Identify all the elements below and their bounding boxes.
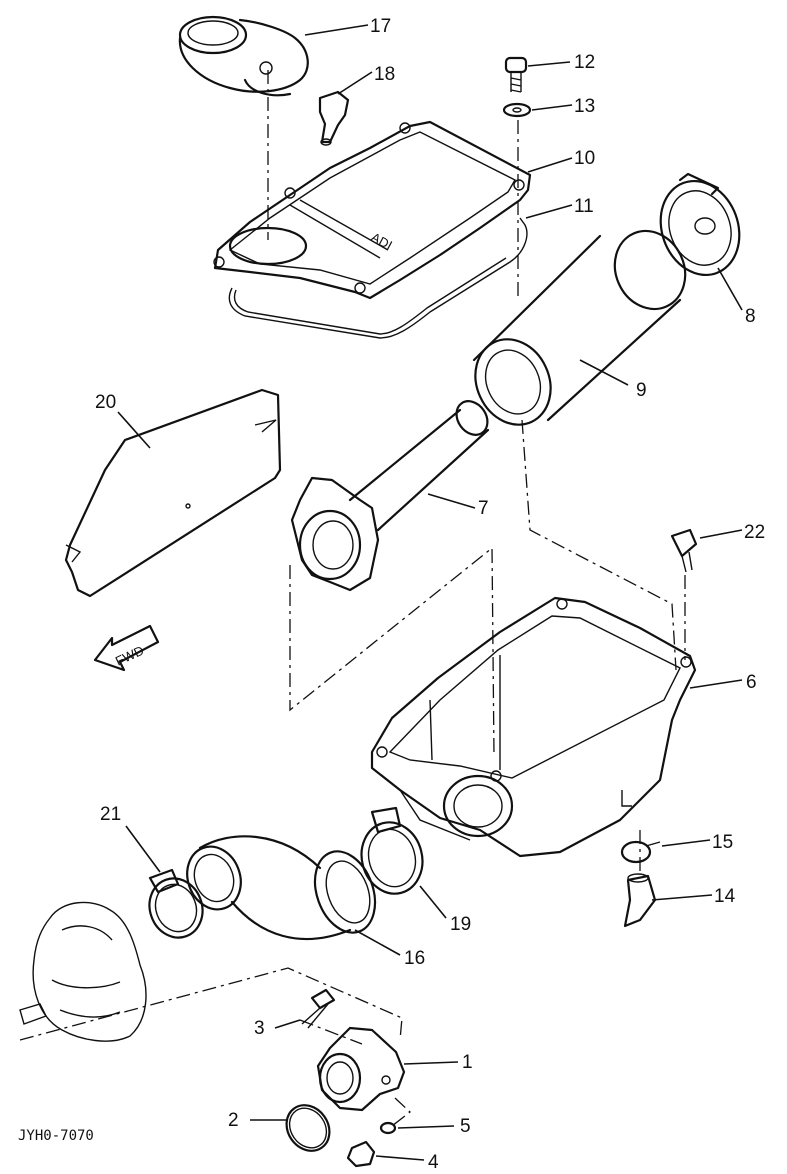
callout-1: 1 [462, 1052, 473, 1073]
part-18-breather-fitting [318, 90, 350, 146]
callout-19: 19 [450, 914, 471, 935]
callout-18: 18 [374, 64, 395, 85]
part-10-airbox-cover [213, 120, 532, 300]
assembly-lines [19, 70, 686, 1127]
callout-13: 13 [574, 96, 595, 117]
part-16-joint-hose [186, 835, 377, 941]
part-5-lock-washer [379, 1121, 397, 1135]
part-14-drain-boot [623, 873, 657, 928]
callout-20: 20 [95, 392, 116, 413]
callout-17: 17 [370, 16, 391, 37]
part-8-end-cap [659, 172, 741, 277]
part-2-o-ring [285, 1104, 331, 1152]
part-6-airbox-case [370, 596, 697, 858]
callout-4: 4 [428, 1152, 439, 1173]
part-12-bolt [504, 56, 528, 93]
part-1-carburetor-joint [316, 1026, 406, 1112]
part-11-cover-gasket [228, 217, 528, 339]
part-7-intake-tube [290, 400, 490, 592]
callouts: 17 18 12 13 10 11 8 9 20 7 22 6 15 14 21… [95, 16, 765, 1173]
callout-7: 7 [478, 498, 489, 519]
part-17-intake-duct [178, 15, 309, 97]
callout-16: 16 [404, 948, 425, 969]
fwd-label: FWD [113, 643, 146, 669]
callout-22: 22 [744, 522, 765, 543]
callout-21: 21 [100, 804, 121, 825]
callout-5: 5 [460, 1116, 471, 1137]
fwd-arrow-icon [93, 624, 160, 672]
part-22-bolt [670, 528, 698, 573]
part-15-clamp [620, 840, 661, 864]
callout-14: 14 [714, 886, 736, 907]
cover-marking: ADI [369, 229, 395, 252]
callout-2: 2 [228, 1110, 239, 1131]
part-20-side-panel [64, 388, 282, 598]
part-9-filter-element [472, 229, 687, 426]
callout-15: 15 [712, 832, 733, 853]
callout-9: 9 [636, 380, 647, 401]
part-13-washer [502, 102, 532, 118]
callout-10: 10 [574, 148, 595, 169]
callout-11: 11 [574, 196, 594, 217]
carburetor-outline [19, 901, 147, 1042]
callout-6: 6 [746, 672, 757, 693]
callout-12: 12 [574, 52, 595, 73]
callout-8: 8 [745, 306, 756, 327]
leader-lines [117, 24, 743, 1161]
part-4-nut [346, 1140, 376, 1168]
drawing-code: JYH0-7070 [18, 1128, 94, 1144]
part-19-hose-clamp [360, 806, 424, 895]
part-21-hose-clamp [148, 868, 204, 939]
callout-3: 3 [254, 1018, 265, 1039]
